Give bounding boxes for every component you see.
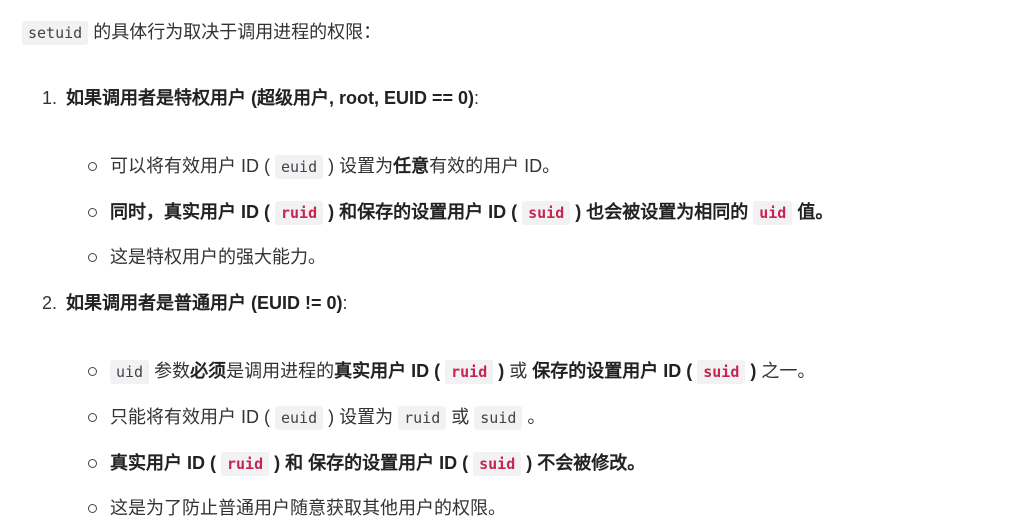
bold-run: ) 和 保存的设置用户 ID ( [269,453,473,473]
circle-bullet-icon [88,162,97,171]
inline-code: suid [473,452,522,476]
text-run: ) 设置为 [323,156,394,176]
text-run: 真实用户 ID ( [334,361,446,381]
inline-code: uid [753,201,793,225]
ordered-item-2: 2. 如果调用者是普通用户 (EUID != 0): [42,286,1011,320]
bullet-item: 同时，真实用户 ID ( ruid ) 和保存的设置用户 ID ( suid )… [88,195,1011,229]
circle-bullet-icon [88,367,97,376]
item-heading: 如果调用者是特权用户 (超级用户, root, EUID == 0) [66,88,475,108]
circle-bullet-icon [88,253,97,262]
bullet-text: 真实用户 ID ( ruid ) 和 保存的设置用户 ID ( suid ) 不… [110,452,645,476]
bullet-text: 这是特权用户的强大能力。 [110,247,326,267]
text-run: 同时，真实用户 ID ( [110,202,275,222]
bullet-text: uid 参数必须是调用进程的真实用户 ID ( ruid ) 或 保存的设置用户… [110,360,816,384]
bullet-item: uid 参数必须是调用进程的真实用户 ID ( ruid ) 或 保存的设置用户… [88,354,1011,388]
text-run: 参数 [149,361,191,381]
bold-run: suid [697,360,746,384]
inline-code: ruid [275,201,324,225]
bold-run: suid [473,452,522,476]
item-colon: : [342,293,348,313]
bullet-text: 只能将有效用户 ID ( euid ) 设置为 ruid 或 suid 。 [110,406,546,430]
item-colon: : [474,88,480,108]
list-number: 2. [42,293,58,313]
bullet-item: 真实用户 ID ( ruid ) 和 保存的设置用户 ID ( suid ) 不… [88,446,1011,480]
text-run: ) 设置为 [323,407,399,427]
item-heading: 如果调用者是普通用户 (EUID != 0) [66,293,343,313]
bold-run: ) [493,361,504,381]
text-run: 值。 [792,202,834,222]
text-run: 或 [504,361,533,381]
text-run: 可以将有效用户 ID ( [110,156,275,176]
inline-code: suid [697,360,746,384]
bold-run: ) 也会被设置为相同的 [570,202,753,222]
bullet-text: 这是为了防止普通用户随意获取其他用户的权限。 [110,498,506,518]
bold-run: 任意 [393,156,429,176]
bold-run: suid [522,201,571,225]
text-run: 真实用户 ID ( [110,453,221,473]
ordered-item-1: 1. 如果调用者是特权用户 (超级用户, root, EUID == 0): [42,81,1011,115]
bold-run: ) [745,361,756,381]
text-run: 只能将有效用户 ID ( [110,407,275,427]
text-run: ) 也会被设置为相同的 [570,202,754,222]
inline-code: euid [275,155,324,179]
text-run: ) 不会被修改。 [521,453,646,473]
text-run: 必须 [190,361,227,381]
bold-run: 真实用户 ID ( [110,453,221,473]
bold-run: uid [753,201,793,225]
bold-run: ruid [275,201,324,225]
text-run: 。 [522,407,546,427]
bold-run: 值。 [792,202,833,222]
bold-run: ruid [445,360,494,384]
circle-bullet-icon [88,459,97,468]
text-run: 任意 [393,156,430,176]
inline-code: suid [474,406,523,430]
bullet-text: 可以将有效用户 ID ( euid ) 设置为任意有效的用户 ID。 [110,155,561,179]
bold-run: ruid [221,452,270,476]
bold-run: 同时，真实用户 ID ( [110,202,275,222]
text-run: ) [745,361,757,381]
bold-run: ) 和保存的设置用户 ID ( [323,202,522,222]
bullet-text: 同时，真实用户 ID ( ruid ) 和保存的设置用户 ID ( suid )… [110,201,833,225]
inline-code: ruid [221,452,270,476]
circle-bullet-icon [88,208,97,217]
text-run: ) 和保存的设置用户 ID ( [323,202,523,222]
bold-run: ) 不会被修改。 [521,453,645,473]
bullet-item: 只能将有效用户 ID ( euid ) 设置为 ruid 或 suid 。 [88,400,1011,434]
circle-bullet-icon [88,413,97,422]
text-run: 之一。 [756,361,816,381]
bold-run: 必须 [190,361,226,381]
circle-bullet-icon [88,504,97,513]
inline-code: ruid [398,406,447,430]
inline-code: setuid [22,21,89,45]
inline-code: ruid [445,360,494,384]
bullet-item: 这是特权用户的强大能力。 [88,240,1011,274]
inline-code: suid [522,201,571,225]
text-run: ) 和 保存的设置用户 ID ( [269,453,474,473]
text-run: 是调用进程的 [226,361,335,381]
intro-paragraph: setuid 的具体行为取决于调用进程的权限： [22,15,1011,49]
list-number: 1. [42,88,58,108]
bullet-item: 可以将有效用户 ID ( euid ) 设置为任意有效的用户 ID。 [88,149,1011,183]
text-run: 这是为了防止普通用户随意获取其他用户的权限。 [110,498,506,518]
intro-text: 的具体行为取决于调用进程的权限： [88,22,382,42]
bold-run: 真实用户 ID ( [334,361,445,381]
text-run: 保存的设置用户 ID ( [532,361,698,381]
bold-run: 保存的设置用户 ID ( [532,361,697,381]
bullet-item: 这是为了防止普通用户随意获取其他用户的权限。 [88,491,1011,525]
text-run: 或 [446,407,475,427]
text-run: 有效的用户 ID。 [429,156,561,176]
inline-code: euid [275,406,324,430]
text-run: 这是特权用户的强大能力。 [110,247,326,267]
inline-code: uid [110,360,150,384]
text-run: ) [493,361,505,381]
